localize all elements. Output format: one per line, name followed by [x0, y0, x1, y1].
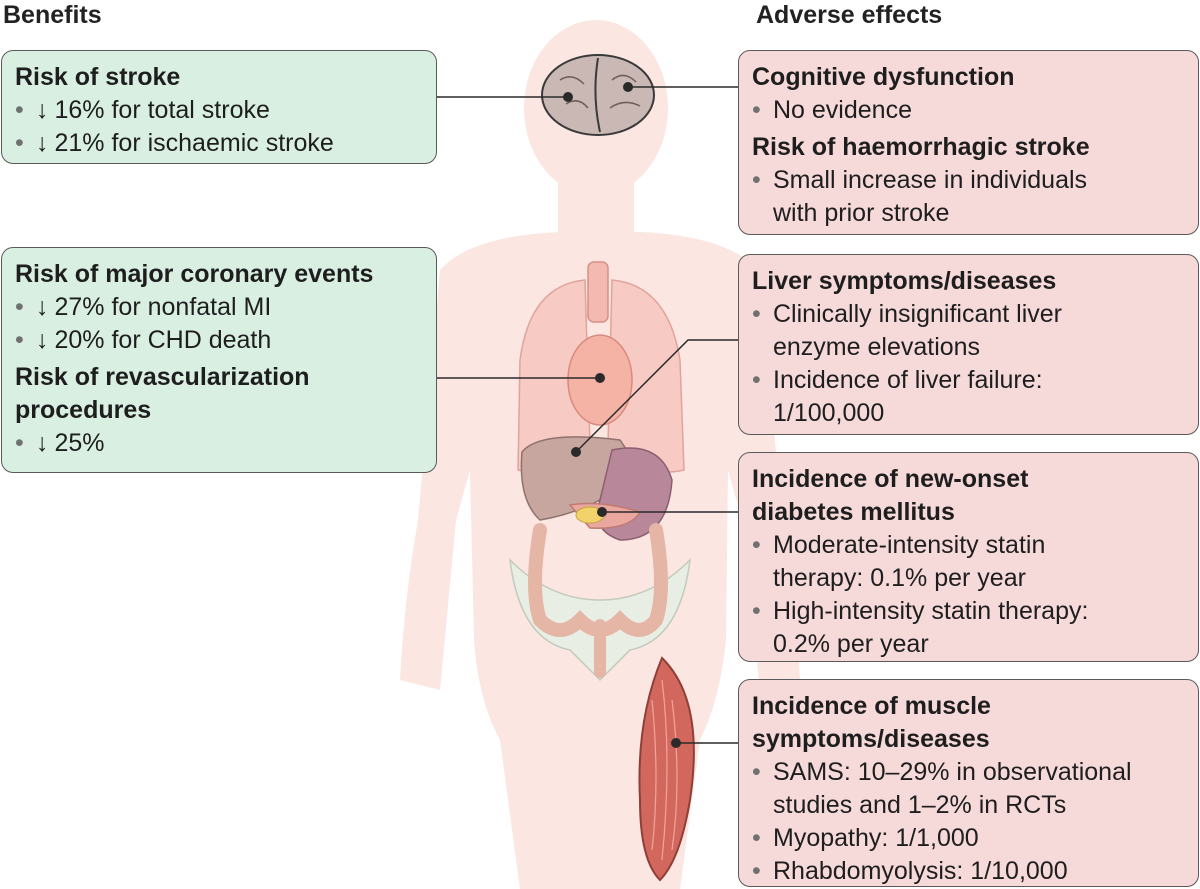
bullet: •	[752, 531, 761, 559]
list-item: • High-intensity statin therapy: 0.2% per…	[752, 595, 1186, 661]
brain-illustration	[541, 54, 655, 136]
list-item: • ↓27% for nonfatal MI	[15, 291, 424, 324]
chd-death-value: 20% for CHD death	[54, 326, 272, 354]
list-item: • ↓25%	[15, 427, 424, 460]
revascularization-value: 25%	[54, 429, 105, 457]
bullet: •	[15, 429, 24, 457]
benefits-header: Benefits	[3, 1, 102, 29]
chest-organs	[517, 261, 685, 473]
diabetes-title: Incidence of new-onset	[752, 465, 1029, 493]
muscle-title: Incidence of muscle	[752, 692, 991, 720]
list-item: • SAMS: 10–29% in observational studies a…	[752, 756, 1186, 822]
moderate-intensity-line-1: Moderate-intensity statin	[773, 531, 1046, 559]
haemorrhagic-text-line-1: Small increase in individuals	[773, 166, 1088, 194]
diabetes-title-cont: diabetes mellitus	[752, 498, 955, 526]
nonfatal-mi-value: 27% for nonfatal MI	[54, 293, 272, 321]
high-intensity-line-2: 0.2% per year	[773, 630, 929, 658]
total-stroke-value: 16% for total stroke	[54, 96, 270, 124]
rhabdomyolysis-text: Rhabdomyolysis: 1/10,000	[773, 857, 1068, 885]
benefit-stroke-box: Risk of stroke • ↓16% for total stroke •…	[1, 50, 437, 164]
adverse-muscle-box: Incidence of muscle symptoms/diseases • …	[738, 679, 1199, 887]
moderate-intensity-line-2: therapy: 0.1% per year	[773, 564, 1026, 592]
revascularization-title: Risk of revascularization	[15, 363, 310, 391]
leader-lines	[437, 86, 738, 744]
muscle-illustration	[638, 656, 695, 882]
bullet: •	[15, 96, 24, 124]
liver-failure-line-1: Incidence of liver failure:	[773, 366, 1043, 394]
bullet: •	[752, 96, 761, 124]
stroke-risk-title: Risk of stroke	[15, 63, 181, 91]
liver-enzyme-line-2: enzyme elevations	[773, 333, 981, 361]
bullet: •	[752, 166, 761, 194]
abdominal-organs	[520, 436, 673, 541]
bullet: •	[752, 597, 761, 625]
cognitive-dysfunction-title: Cognitive dysfunction	[752, 63, 1015, 91]
bullet: •	[752, 824, 761, 852]
line-liver	[575, 339, 738, 453]
haemorrhagic-stroke-title: Risk of haemorrhagic stroke	[752, 133, 1090, 161]
liver-failure-line-2: 1/100,000	[773, 399, 885, 427]
sams-line-1: SAMS: 10–29% in observational	[773, 758, 1132, 786]
bullet: •	[752, 857, 761, 885]
decrease-arrow-icon: ↓	[36, 293, 49, 321]
list-item: • Myopathy: 1/1,000	[752, 822, 1186, 855]
list-item: • ↓21% for ischaemic stroke	[15, 127, 424, 160]
bullet: •	[752, 366, 761, 394]
list-item: • ↓20% for CHD death	[15, 324, 424, 357]
ischaemic-stroke-value: 21% for ischaemic stroke	[54, 129, 334, 157]
liver-title: Liver symptoms/diseases	[752, 267, 1057, 295]
adverse-liver-box: Liver symptoms/diseases • Clinically ins…	[738, 254, 1199, 435]
high-intensity-line-1: High-intensity statin therapy:	[773, 597, 1089, 625]
haemorrhagic-text-line-2: with prior stroke	[773, 199, 950, 227]
coronary-events-title: Risk of major coronary events	[15, 260, 374, 288]
adverse-brain-box: Cognitive dysfunction • No evidence Risk…	[738, 50, 1199, 235]
decrease-arrow-icon: ↓	[36, 129, 49, 157]
bullet: •	[15, 293, 24, 321]
list-item: • No evidence	[752, 94, 1186, 127]
adverse-diabetes-box: Incidence of new-onset diabetes mellitus…	[738, 452, 1199, 662]
bullet: •	[15, 129, 24, 157]
list-item: • Incidence of liver failure: 1/100,000	[752, 364, 1186, 430]
list-item: • ↓16% for total stroke	[15, 94, 424, 127]
myopathy-text: Myopathy: 1/1,000	[773, 824, 979, 852]
adverse-effects-header: Adverse effects	[756, 1, 943, 29]
bullet: •	[15, 326, 24, 354]
decrease-arrow-icon: ↓	[36, 96, 49, 124]
benefit-coronary-box: Risk of major coronary events • ↓27% for…	[1, 247, 437, 473]
list-item: • Moderate-intensity statin therapy: 0.1%…	[752, 529, 1186, 595]
bullet: •	[752, 300, 761, 328]
pelvis-intestines	[508, 523, 692, 682]
revascularization-title-cont: procedures	[15, 396, 152, 424]
list-item: • Small increase in individuals with prio…	[752, 164, 1186, 230]
bullet: •	[752, 758, 761, 786]
list-item: • Clinically insignificant liver enzyme e…	[752, 298, 1186, 364]
muscle-title-cont: symptoms/diseases	[752, 725, 990, 753]
liver-enzyme-line-1: Clinically insignificant liver	[773, 300, 1062, 328]
decrease-arrow-icon: ↓	[36, 429, 49, 457]
sams-line-2: studies and 1–2% in RCTs	[773, 791, 1067, 819]
cognitive-evidence-text: No evidence	[773, 96, 912, 124]
decrease-arrow-icon: ↓	[36, 326, 49, 354]
list-item: • Rhabdomyolysis: 1/10,000	[752, 855, 1186, 888]
